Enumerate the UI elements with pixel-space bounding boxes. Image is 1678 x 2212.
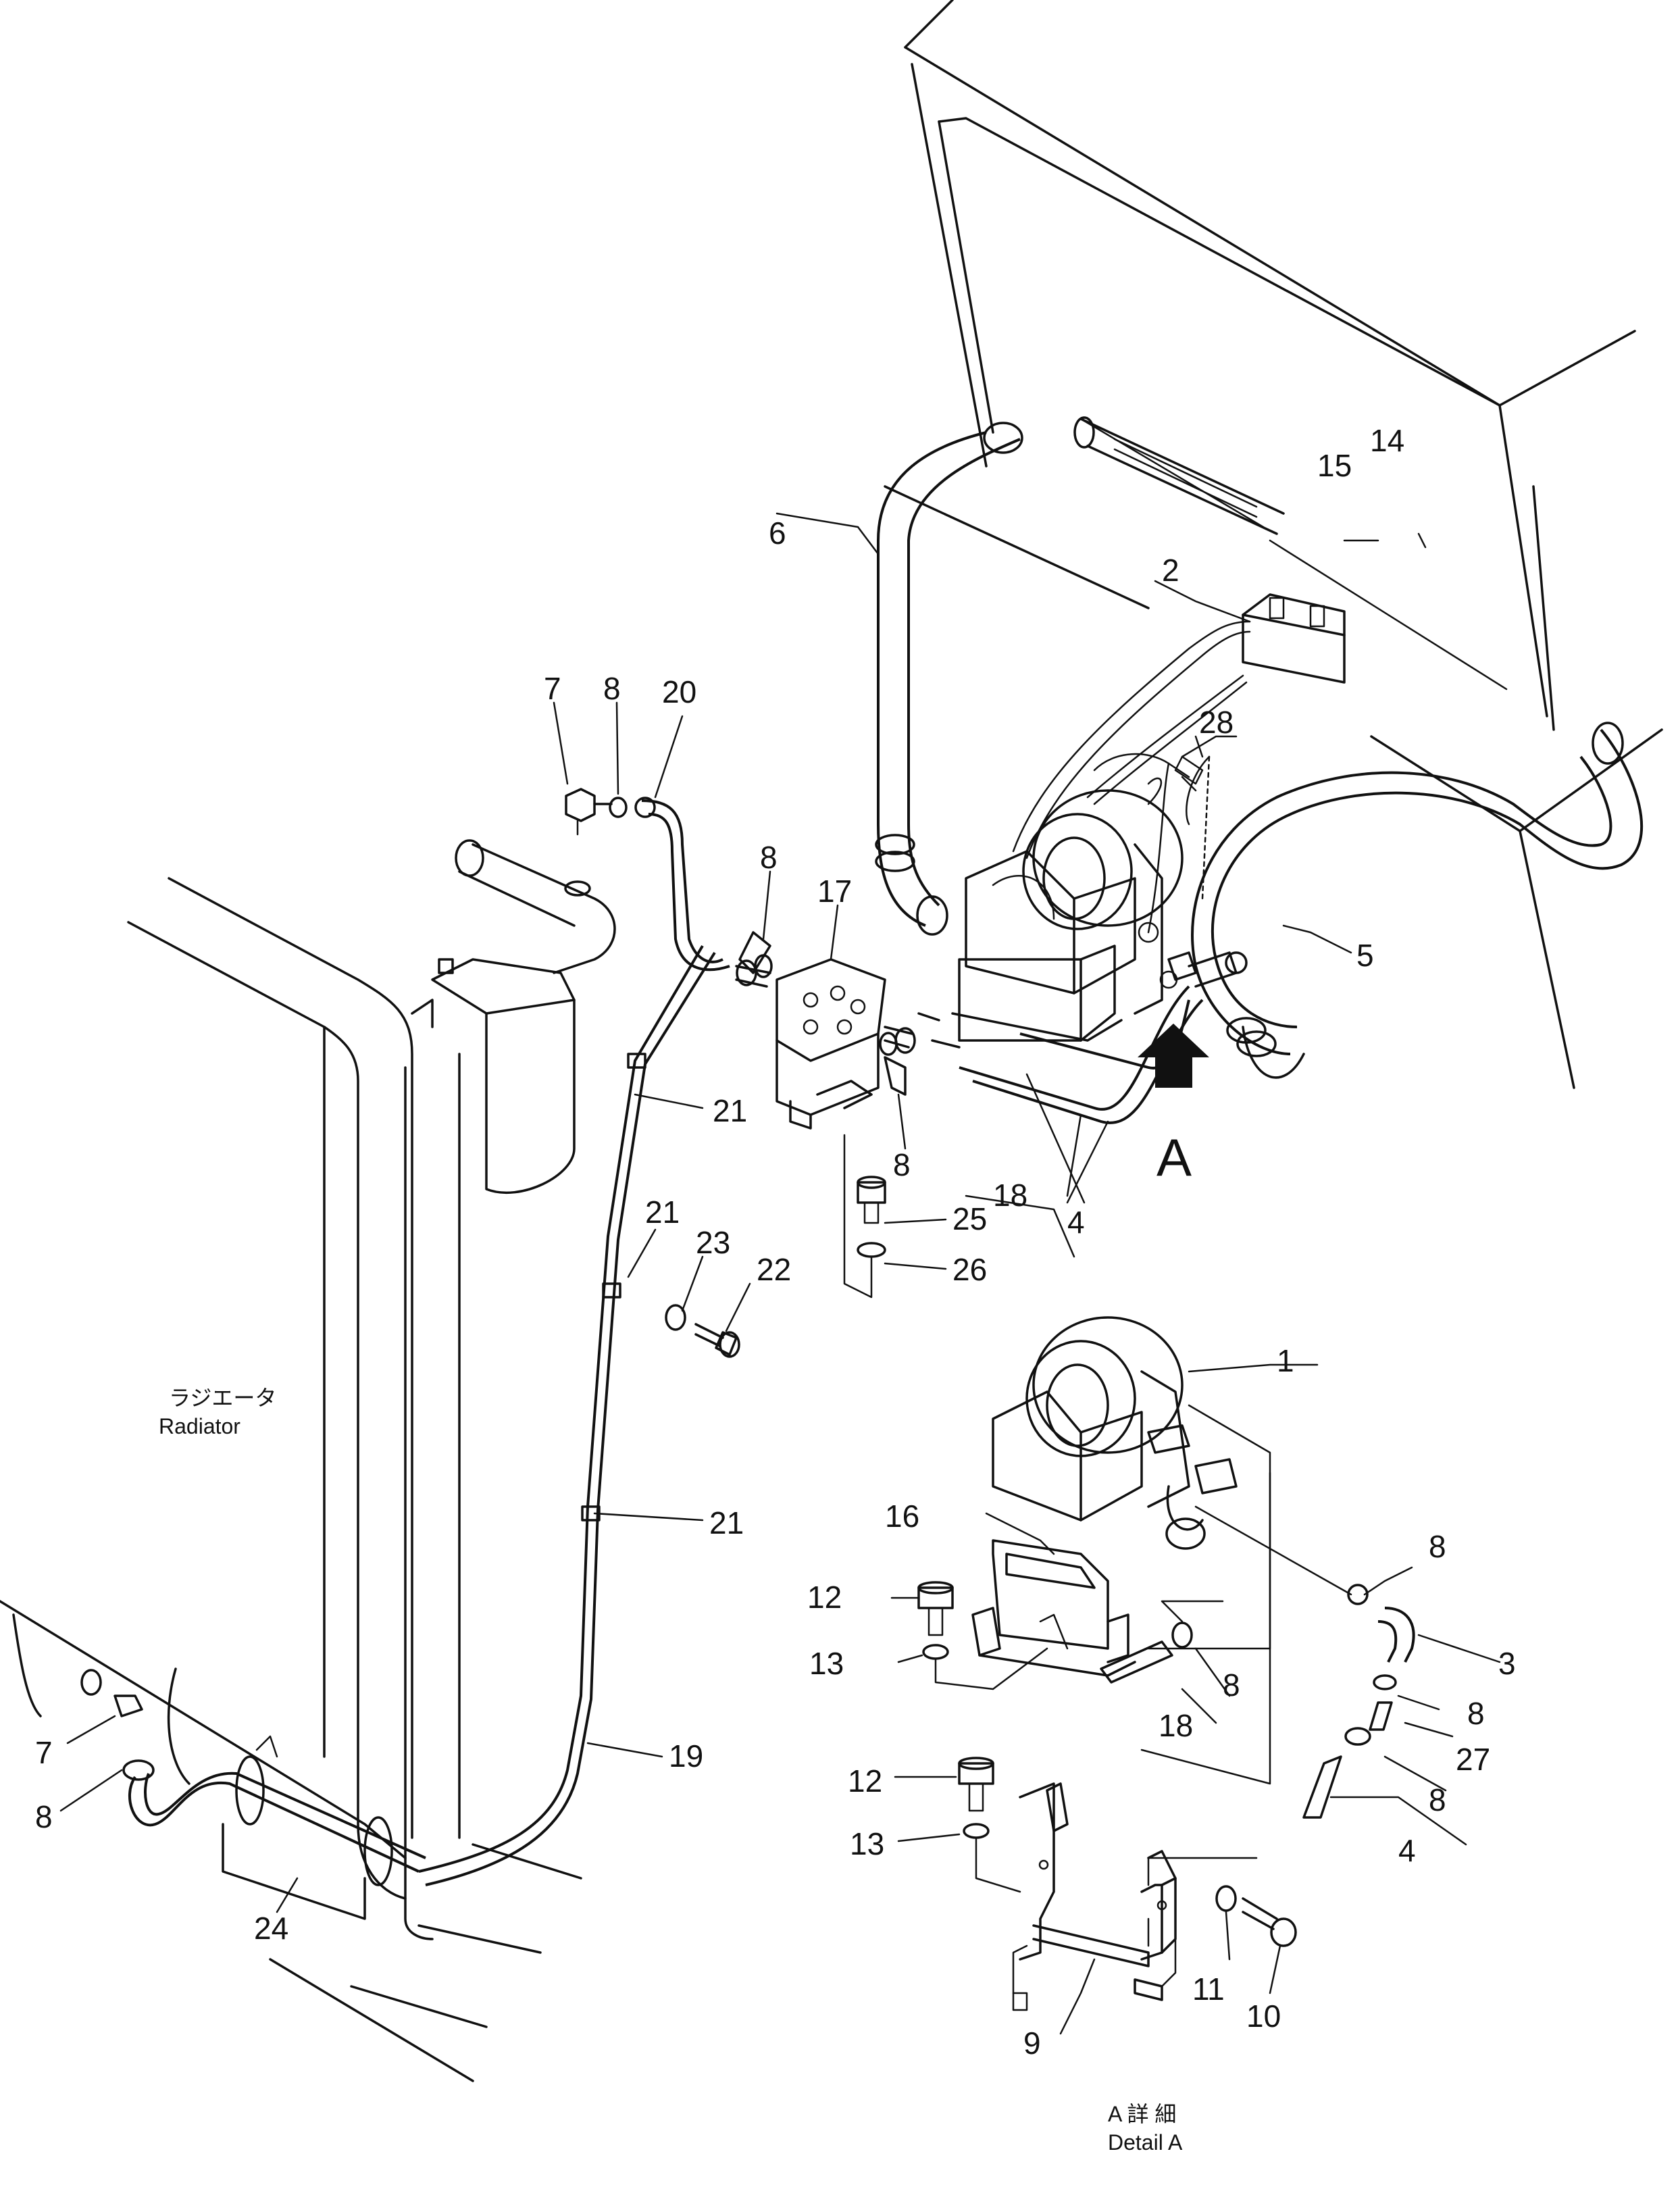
- bolt-22-washer-23: [665, 1304, 740, 1358]
- bolt-12-washer-13-upper: [917, 1581, 1048, 1690]
- callout-19: 19: [669, 1738, 703, 1774]
- clamps-8-upper: [736, 931, 916, 1096]
- callout-15: 15: [1317, 448, 1352, 483]
- view-arrow-a-label: A: [1156, 1128, 1192, 1187]
- callout-23: 23: [696, 1225, 730, 1260]
- sensor-28: [1147, 755, 1211, 900]
- callout-8e: 8: [1429, 1529, 1446, 1564]
- bolt-25-washer-26: [843, 1134, 886, 1299]
- callout-21a: 21: [713, 1093, 747, 1128]
- callout-16: 16: [885, 1499, 919, 1534]
- callout-17: 17: [817, 874, 852, 909]
- callout-11: 11: [1192, 1971, 1225, 2007]
- detail-label-en: Detail A: [1108, 2130, 1183, 2155]
- callout-10: 10: [1246, 1999, 1281, 2034]
- heater-unit-upper: [951, 789, 1184, 1042]
- callout-12b: 12: [848, 1763, 882, 1799]
- detail-label-jp: A 詳 細: [1108, 2102, 1176, 2126]
- callout-9: 9: [1023, 2026, 1041, 2061]
- radiator-bottom-fittings: [80, 1669, 426, 1920]
- callout-20: 20: [662, 674, 696, 709]
- callout-8b: 8: [760, 840, 778, 875]
- callout-3: 3: [1498, 1646, 1516, 1681]
- callout-4b: 4: [1398, 1833, 1416, 1868]
- bolt-12-washer-13-lower: [958, 1757, 1021, 1893]
- controller-2: [1012, 593, 1346, 934]
- labels: ラジエータ Radiator A 詳 細 Detail A: [159, 1386, 1183, 2155]
- callout-28: 28: [1199, 705, 1234, 740]
- callout-4a: 4: [1067, 1205, 1085, 1240]
- duct-16: [971, 1539, 1136, 1677]
- callout-2: 2: [1162, 553, 1179, 588]
- fittings-3-4-8-27: [1194, 1505, 1415, 1819]
- callout-7b: 7: [35, 1735, 53, 1770]
- callout-14: 14: [1370, 423, 1404, 458]
- callout-numbers: 6 2 15 14 28 5 7 8 20 8 17 8 18 4 25 26 …: [35, 423, 1516, 2061]
- hose-5: [1191, 722, 1644, 1079]
- radiator-label-jp: ラジエータ: [169, 1386, 276, 1410]
- hose-6: [875, 422, 1023, 936]
- bracket-9: [1012, 1782, 1177, 2011]
- pipe-18-detail: [1100, 1600, 1224, 1684]
- pipe-19-20: [418, 797, 730, 1886]
- view-arrow-a: A: [1138, 1024, 1209, 1187]
- pipes-upper: [917, 951, 1248, 1124]
- callout-8c: 8: [893, 1147, 911, 1182]
- callout-24: 24: [254, 1911, 288, 1946]
- callout-7a: 7: [544, 671, 561, 706]
- callout-18a: 18: [993, 1178, 1027, 1213]
- callout-8h: 8: [1223, 1667, 1240, 1703]
- callout-6: 6: [769, 516, 786, 551]
- fitting-7-upper: [565, 788, 628, 836]
- radiator-label-en: Radiator: [159, 1414, 240, 1438]
- bracket-17: [735, 958, 913, 1130]
- radiator: [0, 839, 616, 2082]
- leader-lines: [59, 512, 1501, 2035]
- cab-body: [884, 0, 1663, 1089]
- callout-25: 25: [952, 1201, 987, 1236]
- callout-21c: 21: [709, 1505, 744, 1540]
- callout-8f: 8: [1467, 1696, 1485, 1731]
- callout-8d: 8: [35, 1799, 53, 1834]
- callout-13a: 13: [809, 1646, 844, 1681]
- callout-12a: 12: [807, 1580, 842, 1615]
- bolt-10-washer-11: [1140, 1472, 1297, 1947]
- callout-27: 27: [1456, 1742, 1490, 1777]
- callout-5: 5: [1356, 938, 1374, 973]
- callout-18b: 18: [1159, 1708, 1193, 1743]
- callout-21b: 21: [645, 1195, 680, 1230]
- callout-8a: 8: [603, 671, 621, 706]
- callout-8g: 8: [1429, 1782, 1446, 1817]
- callout-1: 1: [1277, 1343, 1294, 1378]
- callout-13b: 13: [850, 1826, 884, 1861]
- upper-pipe: [1073, 416, 1285, 535]
- heater-unit-detail: [992, 1316, 1271, 1650]
- callout-26: 26: [952, 1252, 987, 1287]
- callout-22: 22: [757, 1252, 791, 1287]
